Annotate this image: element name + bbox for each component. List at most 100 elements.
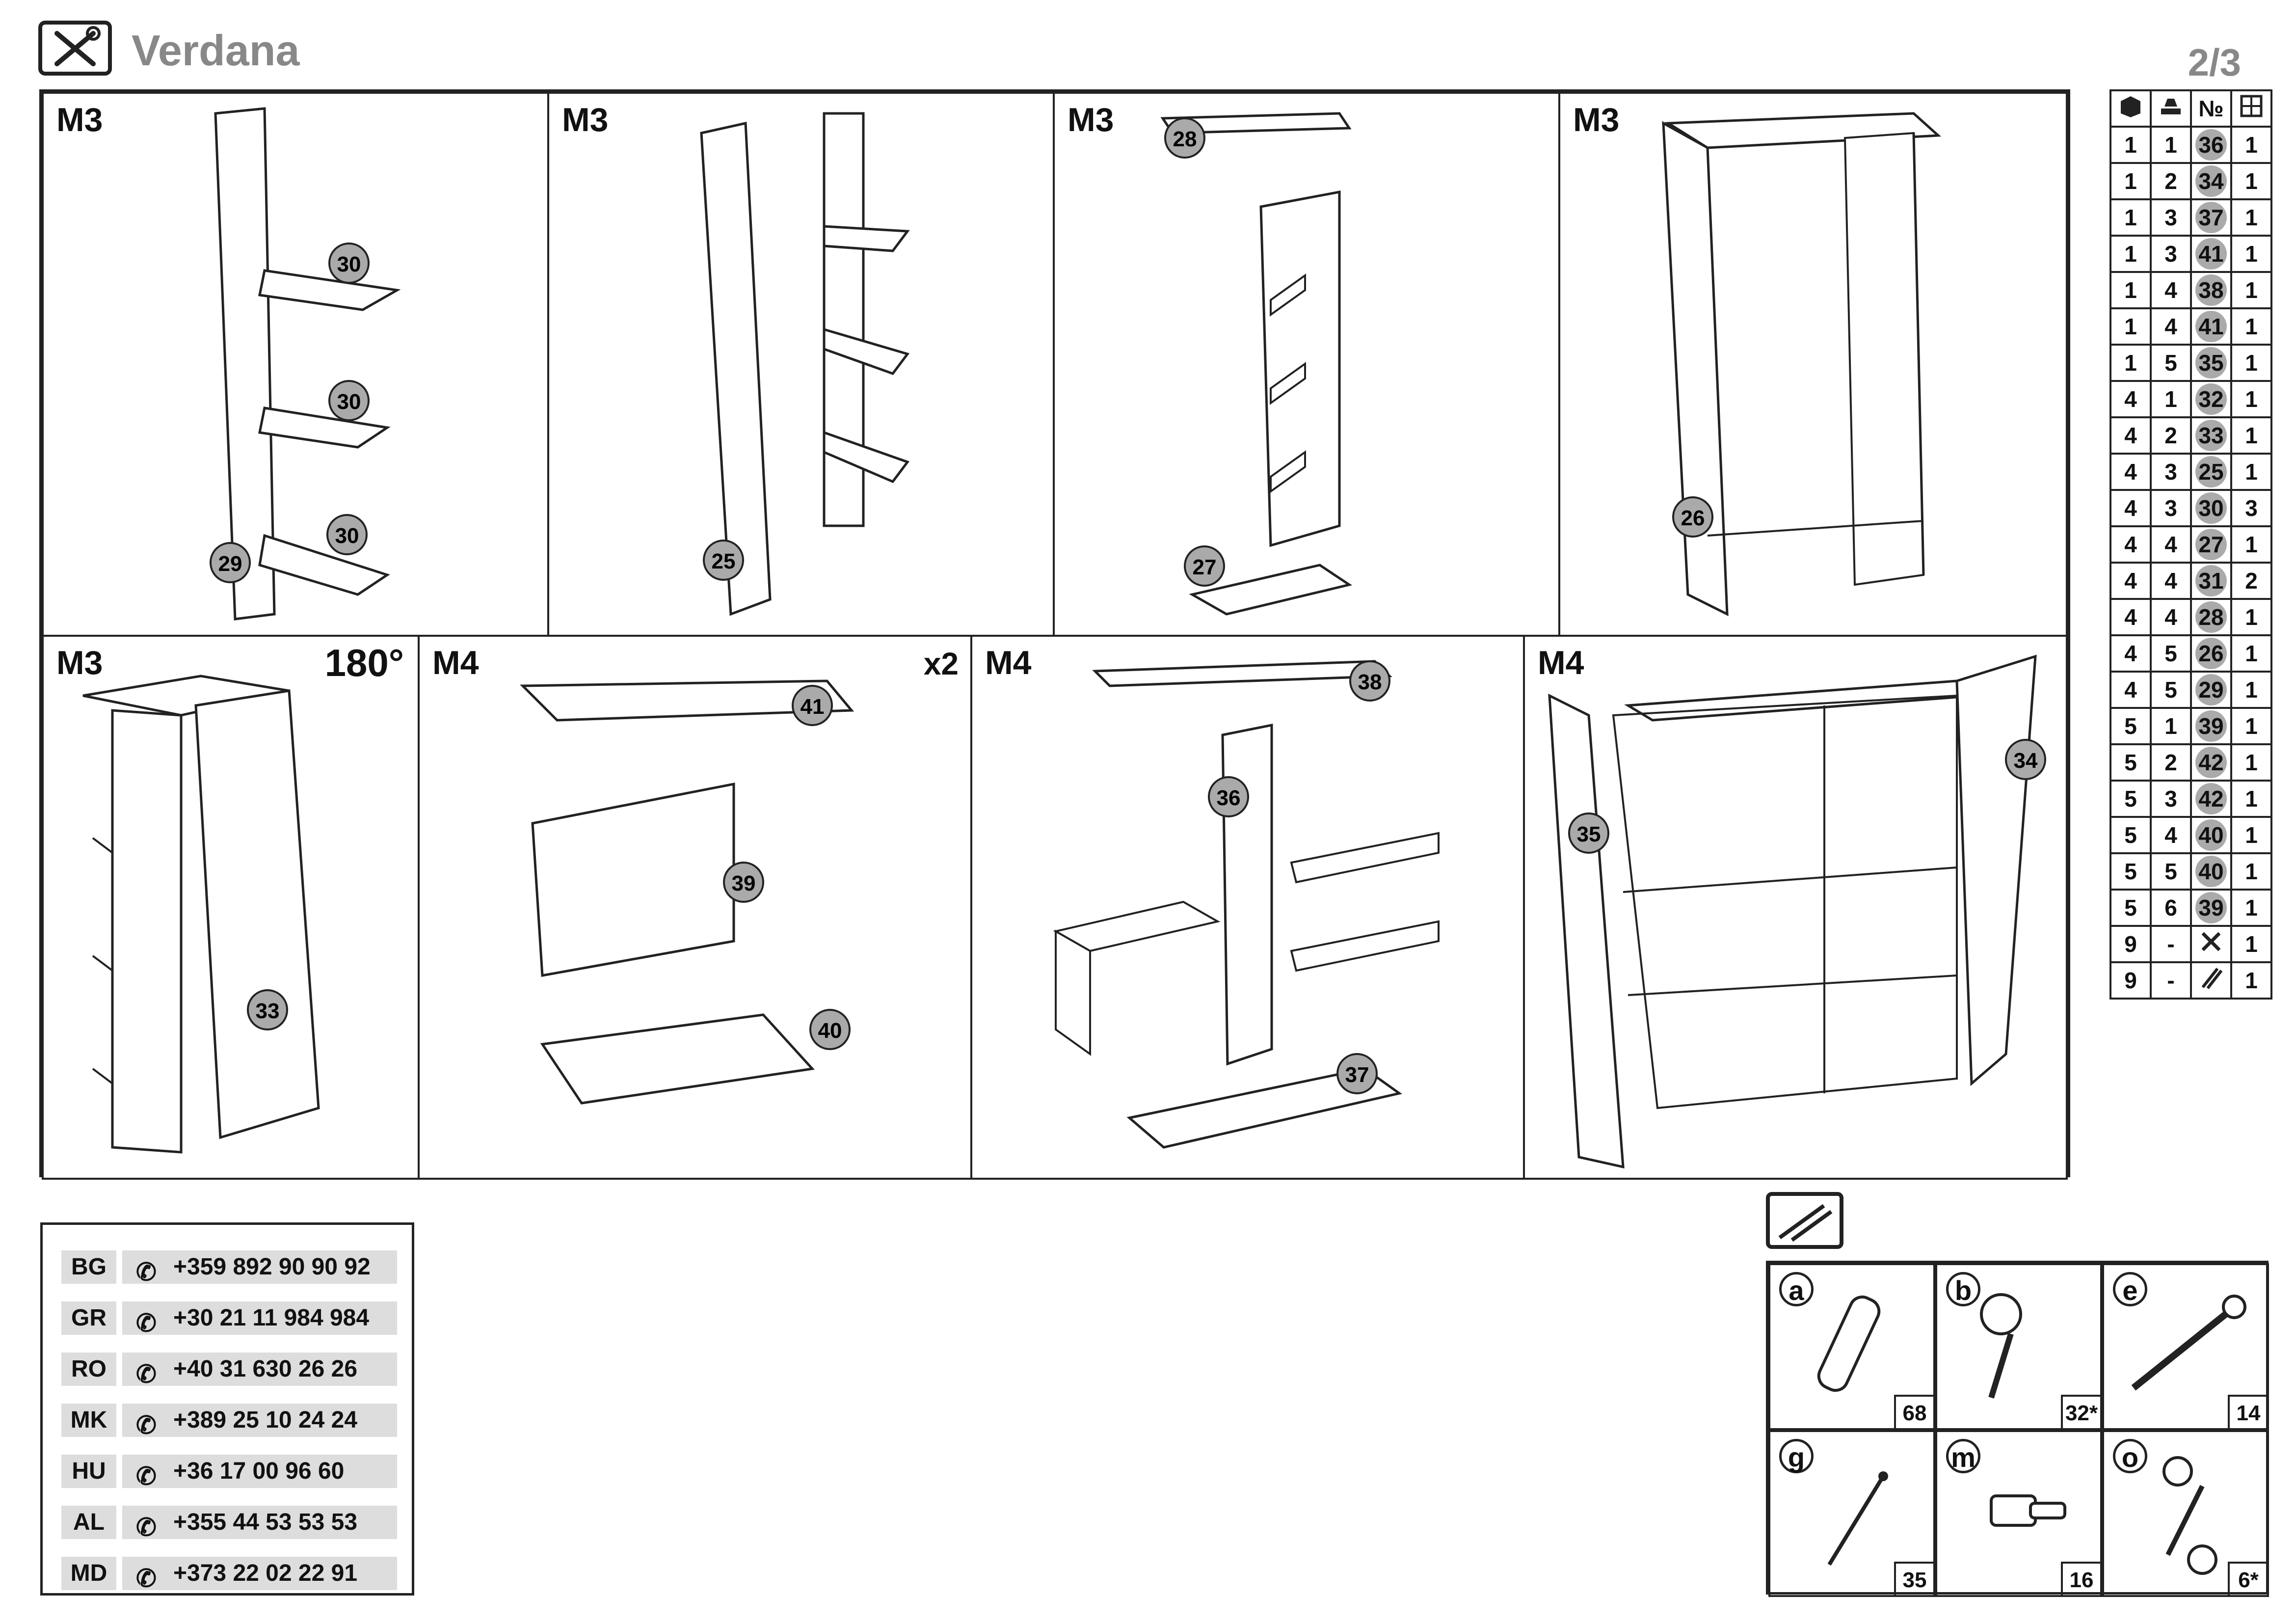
- part-number-header: №: [2190, 89, 2232, 128]
- step-illustration: 41 39 40: [520, 679, 854, 1105]
- step-illustration: 35 34: [1548, 654, 2046, 1169]
- part-number-cell: 34: [2190, 162, 2232, 200]
- part-number-cell: 36: [2190, 126, 2232, 164]
- table-cell: 4: [2150, 307, 2192, 346]
- table-header: №: [2109, 89, 2272, 128]
- step-label: M4: [432, 644, 479, 681]
- country-code: GR: [61, 1301, 116, 1335]
- table-cell: 1: [2230, 271, 2272, 309]
- brand-name: Verdana: [132, 26, 300, 75]
- table-cell: 1: [2230, 634, 2272, 673]
- table-cell: 4: [2150, 816, 2192, 854]
- part-number-cell: 33: [2190, 416, 2232, 455]
- table-cell: 1: [2230, 126, 2272, 164]
- step-illustration: 38 36 37: [1053, 660, 1440, 1149]
- table-cell: 2: [2230, 562, 2272, 600]
- hardware-letter: a: [1779, 1272, 1814, 1306]
- table-cell: 1: [2230, 707, 2272, 745]
- part-number: 34: [2014, 749, 2038, 773]
- tools-icon: [2190, 925, 2232, 963]
- dowel-icon: [1817, 1295, 1881, 1392]
- part-number-cell: 26: [2190, 634, 2232, 673]
- part-number: 30: [337, 252, 361, 276]
- table-cell: -: [2150, 961, 2192, 1000]
- table-cell: 3: [2150, 198, 2192, 237]
- hardware-item: g 35: [1768, 1430, 1935, 1597]
- part-number: 33: [256, 999, 280, 1023]
- phone-number-text: +40 31 630 26 26: [173, 1356, 358, 1382]
- hardware-qty: 35: [1894, 1562, 1933, 1595]
- phone-number-text: +389 25 10 24 24: [173, 1407, 358, 1433]
- part-number: 41: [2195, 238, 2227, 270]
- part-number-cell: 42: [2190, 780, 2232, 818]
- phone-number: ✆+36 17 00 96 60: [122, 1455, 397, 1490]
- hardware-letter: e: [2113, 1272, 2147, 1306]
- table-cell: 1: [2230, 162, 2272, 200]
- phone-number-text: +30 21 11 984 984: [173, 1305, 370, 1331]
- table-cell: 1: [2230, 925, 2272, 963]
- hardware-item: m 16: [1935, 1430, 2102, 1597]
- phone-number-text: +359 892 90 90 92: [173, 1254, 371, 1280]
- table-cell: 4: [2109, 598, 2152, 636]
- country-code: HU: [61, 1455, 116, 1488]
- hardware-item: e 14: [2102, 1263, 2269, 1430]
- table-cell: 3: [2150, 780, 2192, 818]
- rotation-label: 180°: [324, 641, 404, 684]
- part-number: 36: [1217, 786, 1241, 810]
- table-cell: 4: [2109, 525, 2152, 564]
- table-cell: 1: [2230, 816, 2272, 854]
- part-number: 35: [2195, 347, 2227, 379]
- table-cell: 6: [2150, 889, 2192, 927]
- phone-icon: ✆: [136, 1514, 157, 1541]
- part-number-cell: 41: [2190, 307, 2232, 346]
- hardware-letter: m: [1946, 1439, 1980, 1473]
- table-cell: 4: [2150, 562, 2192, 600]
- phone-number: ✆+359 892 90 90 92: [122, 1250, 397, 1286]
- part-number: 30: [2195, 492, 2227, 524]
- part-number-cell: 35: [2190, 344, 2232, 382]
- part-number: 41: [2195, 311, 2227, 342]
- table-cell: 5: [2109, 743, 2152, 782]
- part-number: 36: [2195, 129, 2227, 161]
- part-number-cell: 28: [2190, 598, 2232, 636]
- part-number: 39: [2195, 710, 2227, 742]
- hardware-qty: 68: [1894, 1395, 1933, 1428]
- country-code: AL: [61, 1506, 116, 1539]
- hardware-grid: a 68 b 32* e 14 g 35 m 16 o 6*: [1766, 1261, 2269, 1597]
- step-illustration: 26: [1662, 112, 1942, 617]
- hardware-qty: 16: [2061, 1562, 2100, 1595]
- part-number-cell: 25: [2190, 453, 2232, 491]
- step-panel-7: M4 38 36 37: [970, 635, 1525, 1180]
- hardware-qty: 14: [2228, 1395, 2267, 1428]
- table-cell: 1: [2109, 344, 2152, 382]
- part-number: 28: [2195, 601, 2227, 633]
- step-label: M3: [562, 101, 609, 138]
- part-number: 40: [2195, 819, 2227, 851]
- table-cell: 4: [2109, 453, 2152, 491]
- table-cell: 1: [2109, 162, 2152, 200]
- step-illustration: 30 30 30 29: [210, 107, 401, 621]
- table-cell: 1: [2230, 416, 2272, 455]
- box-icon: [2109, 89, 2152, 128]
- part-number: 25: [2195, 456, 2227, 487]
- table-cell: 4: [2150, 598, 2192, 636]
- phone-icon: ✆: [136, 1462, 157, 1490]
- hardware-item: a 68: [1768, 1263, 1935, 1430]
- phone-number: ✆+373 22 02 22 91: [122, 1557, 397, 1592]
- hardware-qty: 32*: [2061, 1395, 2100, 1428]
- table-cell: 1: [2109, 307, 2152, 346]
- table-cell: 1: [2230, 852, 2272, 891]
- hardware-item: b 32*: [1935, 1263, 2102, 1430]
- step-panel-1: M3 30 30 30 29: [42, 92, 549, 637]
- step-illustration: 33: [82, 675, 320, 1154]
- step-illustration: 28 27: [1160, 112, 1353, 616]
